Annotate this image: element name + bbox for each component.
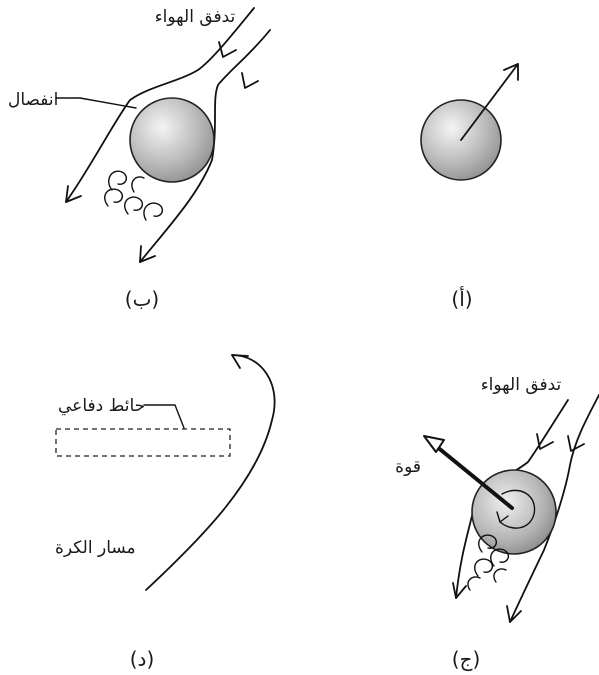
- caption-b: (ب): [125, 287, 159, 311]
- wall-label: حائط دفاعي: [58, 396, 145, 416]
- caption-a: (أ): [451, 286, 472, 311]
- defensive-wall-outline: [56, 429, 230, 456]
- wall-leader: [144, 405, 184, 428]
- ball: [130, 98, 214, 182]
- airflow-label: تدفق الهواء: [155, 7, 236, 27]
- separation-label: انفصال: [8, 90, 58, 110]
- ball-path-label: مسار الكرة: [55, 538, 136, 558]
- spinning-ball: [472, 470, 556, 554]
- caption-c: (ج): [452, 647, 481, 671]
- flow-arrowhead: [219, 42, 236, 57]
- panel-b: تدفق الهواء انفصال (ب): [8, 7, 270, 311]
- force-label: قوة: [395, 457, 421, 477]
- airflow-label: تدفق الهواء: [481, 375, 562, 395]
- panel-a: (أ): [421, 64, 518, 311]
- flow-arrowhead: [242, 73, 258, 88]
- panel-d: حائط دفاعي مسار الكرة (د): [55, 355, 275, 671]
- panel-c: تدفق الهواء قوة (ج): [395, 375, 599, 671]
- ball-path: [146, 355, 275, 590]
- flow-arrowhead: [453, 583, 466, 598]
- caption-d: (د): [130, 647, 155, 671]
